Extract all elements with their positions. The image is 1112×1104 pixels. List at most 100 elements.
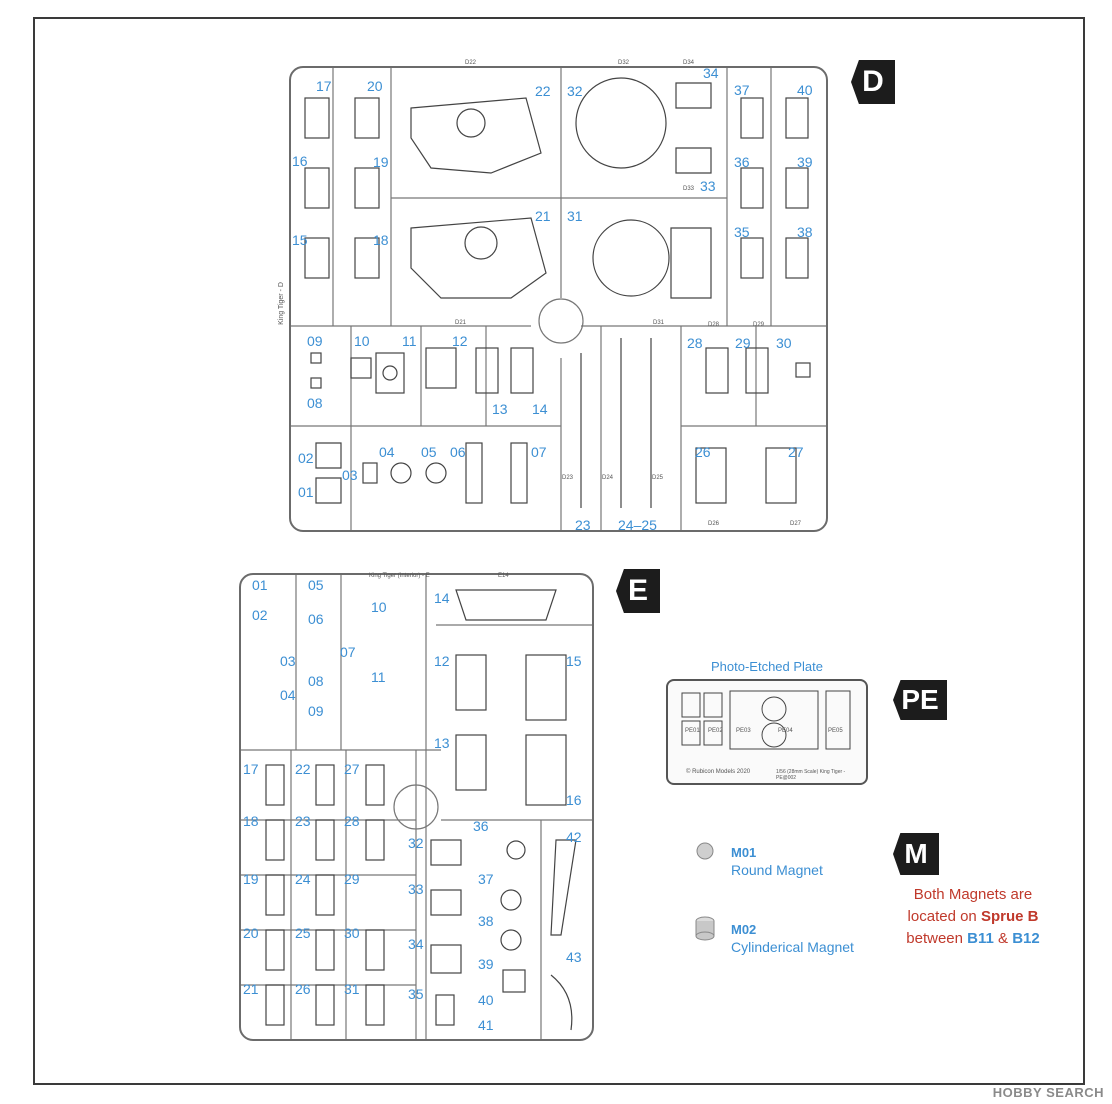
sprue-e-part-38: 38 [478,913,494,929]
cylindrical-magnet-icon [695,916,715,941]
round-magnet-icon [696,842,714,860]
sprue-d-part-35: 35 [734,224,750,240]
sprue-e-part-17: 17 [243,761,259,777]
sprue-d-part-27: 27 [788,444,804,460]
sprue-d-tag-d26: D26 [708,521,720,527]
sprue-e-part-33: 33 [408,881,424,897]
sprue-d-part-04: 04 [379,444,395,460]
sprue-e-part-15: 15 [566,653,582,669]
sprue-e-part-11: 11 [371,669,386,685]
pe-badge: PE [893,680,947,720]
sprue-d-tag-d34: D34 [683,60,695,66]
sprue-d-tag-d25: D25 [652,475,664,481]
sprue-d-part-30: 30 [776,335,792,351]
sprue-e-part-32: 32 [408,835,424,851]
sprue-e [239,573,594,1041]
sprue-d-part-34: 34 [703,65,719,81]
sprue-d-part-28: 28 [687,335,703,351]
sprue-d-tag-d31: D31 [653,320,665,326]
sprue-e-part-07: 07 [340,644,356,660]
sprue-e-part-18: 18 [243,813,259,829]
sprue-d-tag-d32: D32 [618,60,630,66]
sprue-d-part-23: 23 [575,517,591,533]
sprue-e-part-01: 01 [252,577,268,593]
sprue-d-part-20: 20 [367,78,383,94]
pe-copyright: © Rubicon Models 2020 [686,769,751,775]
sprue-d-part-13: 13 [492,401,508,417]
sprue-e-part-14: 14 [434,590,450,606]
magnets-note: Both Magnets are located on Sprue B betw… [893,884,1053,950]
sprue-e-part-43: 43 [566,949,582,965]
note-line-2: located on Sprue B [907,908,1039,925]
sprue-e-badge: E [616,569,660,613]
sprue-d-part-39: 39 [797,154,813,170]
sprue-e-part-23: 23 [295,813,311,829]
sprue-d-part-22: 22 [535,83,551,99]
sprue-d-part-02: 02 [298,450,314,466]
sprue-e-part-02: 02 [252,607,268,623]
pe-caption: 1/56 (28mm Scale) King Tiger - PE@002 [776,769,846,781]
sprue-d-part-10: 10 [354,333,370,349]
sprue-e-part-26: 26 [295,981,311,997]
sprue-d-part-14: 14 [532,401,548,417]
sprue-e-part-29: 29 [344,871,360,887]
sprue-d-part-36: 36 [734,154,750,170]
sprue-d-part-26: 26 [695,444,711,460]
sprue-d-drawing [291,68,826,530]
sprue-d-tag-d24: D24 [602,475,614,481]
sprue-d-part-07: 07 [531,444,547,460]
sprue-e-part-06: 06 [308,611,324,627]
sprue-e-part-16: 16 [566,792,582,808]
sprue-e-part-25: 25 [295,925,311,941]
sprue-e-part-20: 20 [243,925,259,941]
m02-name: Cylinderical Magnet [731,939,854,955]
sprue-d-tag-d27: D27 [790,521,802,527]
sprue-e-part-31: 31 [344,981,360,997]
sprue-d-tag-d28: D28 [708,322,720,328]
sprue-d-part-19: 19 [373,154,389,170]
sprue-d-tag-d33: D33 [683,186,695,192]
sprue-e-part-04: 04 [280,687,296,703]
sprue-d [289,66,828,532]
sprue-d-tag-d29: D29 [753,322,765,328]
sprue-e-part-09: 09 [308,703,324,719]
pe-part-03: PE03 [736,728,751,734]
sprue-e-part-42: 42 [566,829,582,845]
sprue-e-part-30: 30 [344,925,360,941]
sprue-d-part-29: 29 [735,335,751,351]
sprue-e-part-19: 19 [243,871,259,887]
pe-part-02: PE02 [708,728,723,734]
pe-part-01: PE01 [685,728,700,734]
sprue-e-part-21: 21 [243,981,259,997]
sprue-d-part-12: 12 [452,333,468,349]
sprue-e-drawing [241,575,592,1039]
pe-part-05: PE05 [828,728,843,734]
sprue-d-part-16: 16 [292,153,308,169]
sprue-d-part-33: 33 [700,178,716,194]
sprue-d-tag-d21: D21 [455,320,467,326]
sprue-d-tag-d22: D22 [465,60,477,66]
sprue-e-part-13: 13 [434,735,450,751]
sprue-d-part-31: 31 [567,208,583,224]
m02-code: M02 [731,922,757,937]
sprue-e-part-28: 28 [344,813,360,829]
magnets-badge: M [893,833,939,875]
sprue-d-part-03: 03 [342,467,358,483]
sprue-d-part-05: 05 [421,444,437,460]
sprue-e-part-05: 05 [308,577,324,593]
sprue-d-part-01: 01 [298,484,314,500]
sprue-d-part-18: 18 [373,232,389,248]
sprue-e-part-27: 27 [344,761,360,777]
pe-title: Photo-Etched Plate [710,659,824,674]
sprue-d-part-15: 15 [292,232,308,248]
sprue-e-part-36: 36 [473,818,489,834]
m01-name: Round Magnet [731,862,823,878]
sprue-d-part-08: 08 [307,395,323,411]
sprue-d-part-09: 09 [307,333,323,349]
note-line-3: between B11 & B12 [906,930,1040,947]
sprue-e-tag-e14: E14 [498,573,509,579]
sprue-d-part-37: 37 [734,82,750,98]
sprue-e-part-37: 37 [478,871,494,887]
sprue-e-part-40: 40 [478,992,494,1008]
sprue-e-part-22: 22 [295,761,311,777]
